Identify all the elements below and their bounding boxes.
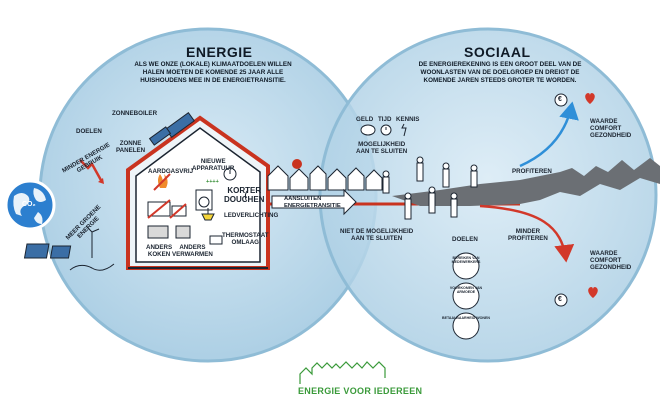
geld-label: GELD [356,116,374,123]
korter-douchen-line2: DOUCHEN [224,195,265,205]
anders-koken-label: ANDERS KOKEN [146,244,172,258]
mogelijkheid-line2: AAN TE SLUITEN [356,148,408,156]
energie-intro-line1: ALS WE ONZE (LOKALE) KLIMAATDOELEN WILLE… [134,61,292,68]
niet-mogelijkheid-label: NIET DE MOGELIJKHEID AAN TE SLUITEN [340,228,413,242]
ledverlichting-label: LEDVERLICHTING [224,212,279,219]
energie-title: ENERGIE [186,44,253,60]
sociaal-intro-line1: DE ENERGIEREKENING IS EEN GROOT DEEL VAN… [418,61,582,68]
energie-intro: ALS WE ONZE (LOKALE) KLIMAATDOELEN WILLE… [118,61,308,85]
thermostat-icon [209,235,223,245]
waarde-up-line1: WAARDE [590,118,618,125]
tijd-label: TIJD [378,116,392,123]
minder-profiteren-line1: MINDER [515,228,541,235]
energie-doelen-label: DOELEN [76,128,102,135]
zonne-panelen-line2: PANELEN [116,147,146,155]
upper-blue-curve [519,101,579,168]
decrease-arrow-icon [79,159,104,184]
waarde-up-label: WAARDE COMFORT GEZONDHEID [590,118,631,139]
aansluiten-line1: AANSLUITEN [284,196,322,202]
appliance-icon [195,189,213,211]
stove-icon [147,199,171,239]
anders-verwarmen-line2: VERWARMEN [172,251,213,259]
anders-koken-line2: KOKEN [147,251,171,259]
nieuwe-apparatuur-line1: NIEUWE [200,158,226,165]
people-figures [382,156,478,220]
nieuwe-apparatuur-label: NIEUWE APPARATUUR [192,158,234,172]
euro-up-label: € [558,96,562,103]
profiteren-label: PROFITEREN [512,168,552,175]
niet-mogelijkheid-line2: AAN TE SLUITEN [351,235,403,243]
zonne-panelen-line1: ZONNE [119,140,142,147]
badge-betaalbaarheid-label: BETAALBAARHEID WONEN [441,316,491,320]
aansluiten-label: AANSLUITEN ENERGIETRANSITIE [284,196,341,209]
heart-down-icon [588,287,598,298]
zonne-panelen-label: ZONNE PANELEN [116,140,145,154]
waarde-down-line1: WAARDE [590,250,618,257]
heart-up-icon [585,93,595,104]
aansluiten-line2: ENERGIETRANSITIE [284,202,341,209]
zonneboiler-label: ZONNEBOILER [112,110,158,117]
lower-red-curve [479,204,575,263]
logo-houses-icon [299,361,386,384]
house-row-red-dot [292,159,302,169]
minder-profiteren-label: MINDER PROFITEREN [508,228,548,242]
sociaal-intro: DE ENERGIEREKENING IS EEN GROOT DEEL VAN… [400,61,600,85]
waarde-down-line2: COMFORT [590,257,622,265]
sociaal-intro-line2: WOONLASTEN VAN DE DOELGROEP EN DREIGT DE [420,68,580,76]
thermostaat-line2: OMLAAG [231,239,260,247]
waarde-down-line3: GEZONDHEID [590,264,632,272]
badge-bereiken-label: BEREIKEN VAN MEDEWERKERS [451,256,481,265]
waarde-up-line3: GEZONDHEID [590,132,632,140]
aardgasvrij-label: AARDGASVRIJ [148,168,194,175]
aansluiten-arrow [271,188,357,216]
waarde-up-line2: COMFORT [590,125,622,133]
globe-icon [4,179,56,231]
sociaal-doelen-label: DOELEN [452,236,478,243]
kennis-label: KENNIS [396,116,420,123]
korter-douchen-line1: KORTER [227,186,262,195]
anders-verwarmen-label: ANDERS VERWARMEN [172,244,213,258]
profiteren-ridge [392,158,660,206]
appliance-plus-label: ++++ [206,179,219,185]
house-illustration [126,112,270,270]
shower-icon [223,167,249,201]
korter-douchen-label: KORTER DOUCHEN [224,186,264,204]
waarde-down-label: WAARDE COMFORT GEZONDHEID [590,250,631,271]
led-lamp-icon [201,208,215,221]
sociaal-title: SOCIAAL [464,44,531,60]
anders-koken-line1: ANDERS [146,244,173,251]
badge-betaalbaarheid [452,312,480,340]
tijd-icon [380,124,392,136]
energie-intro-line2: HALEN MOETEN DE KOMENDE 25 JAAR ALLE [142,68,284,76]
gas-crossed-icon [153,173,171,191]
logo-text: ENERGIE VOOR IEDEREEN [298,386,423,396]
nieuwe-apparatuur-line2: APPARATUUR [192,165,235,173]
badge-bereiken [452,252,480,280]
geld-icon [360,124,376,136]
thermostaat-label: THERMOSTAAT OMLAAG [222,232,269,246]
green-energy-icon [23,225,115,271]
globe-co2-label: CO₂ [22,201,36,208]
energie-intro-line3: HUISHOUDENS MEE IN DE ENERGIETRANSITIE. [140,76,286,84]
badge-armoede-label: VOORKOMEN VAN ARMOEDE [449,286,483,295]
euro-down-icon [554,293,568,307]
badge-armoede [452,282,480,310]
mogelijkheid-label: MOGELIJKHEID AAN TE SLUITEN [356,141,407,155]
houses-row [267,165,383,191]
mogelijkheid-line1: MOGELIJKHEID [358,141,406,148]
minder-profiteren-line2: PROFITEREN [508,235,548,243]
euro-down-label: € [558,296,562,303]
euro-up-icon [554,93,568,107]
radiator-icon [169,203,191,239]
niet-mogelijkheid-line1: NIET DE MOGELIJKHEID [340,228,414,235]
anders-verwarmen-line1: ANDERS [179,244,206,251]
sociaal-intro-line3: KOMENDE JAREN STEEDS GROTER TE WORDEN. [423,76,577,84]
thermostaat-line1: THERMOSTAAT [222,232,269,239]
kennis-icon [401,123,407,137]
